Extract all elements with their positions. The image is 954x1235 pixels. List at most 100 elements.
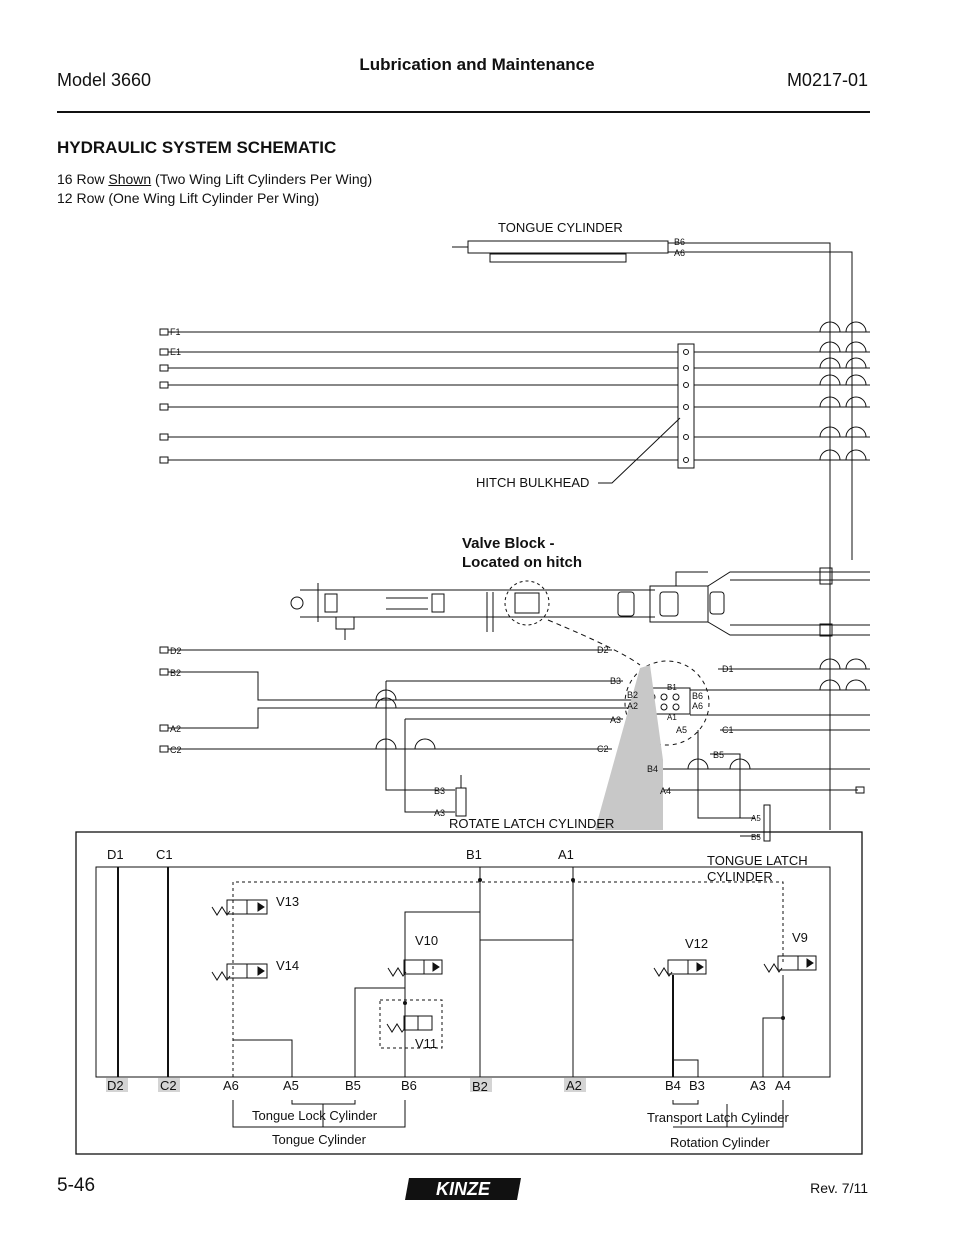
hose-a4-end [855, 786, 865, 794]
tongue-cylinder-rod [489, 253, 627, 263]
port-b6-top: B6 [674, 237, 685, 247]
tongue-latch-label-line1: TONGUE LATCH [707, 853, 808, 868]
port-c2-left: C2 [170, 745, 182, 755]
port-e1: E1 [170, 347, 181, 357]
page-title: HYDRAULIC SYSTEM SCHEMATIC [57, 138, 337, 157]
transport-latch-bracket [672, 1100, 699, 1105]
hose-a2 [168, 707, 645, 729]
block-bottom-b5: B5 [345, 1078, 361, 1093]
port-b5-cyl: B5 [751, 833, 761, 842]
tongue-cylinder-bottom-label: Tongue Cylinder [272, 1132, 367, 1147]
valve-v13-label: V13 [276, 894, 299, 909]
right-crossovers [687, 658, 867, 770]
port-a1-block: A1 [667, 713, 677, 722]
line-b5 [354, 987, 405, 1077]
port-b5-right: B5 [713, 750, 724, 760]
junction-a4 [781, 1016, 785, 1020]
valve-v14-label: V14 [276, 958, 299, 973]
tongue-cylinder-body [467, 240, 669, 254]
port-b4-right: B4 [647, 764, 658, 774]
port-b1-block: B1 [667, 683, 677, 692]
block-top-a1: A1 [558, 847, 574, 862]
v11-dashed-area [379, 999, 443, 1049]
port-a3-block: A3 [610, 715, 621, 725]
kinze-logo: KINZE [405, 1178, 521, 1200]
port-a4-right: A4 [660, 786, 671, 796]
port-c1-right: C1 [722, 725, 734, 735]
block-bottom-b3: B3 [689, 1078, 705, 1093]
tongue-cylinder-bracket [232, 1100, 406, 1128]
valve-block-label-line1: Valve Block - [462, 535, 555, 552]
port-c2-block: C2 [597, 744, 609, 754]
block-bottom-b6: B6 [401, 1078, 417, 1093]
port-a5-right: A5 [676, 725, 687, 735]
hose-tongue-a6 [668, 251, 853, 560]
v11-valve-symbol [386, 1015, 433, 1033]
section-title: Lubrication and Maintenance [359, 55, 595, 74]
pilot-line [232, 881, 784, 1077]
hitch-bulkhead-label: HITCH BULKHEAD [476, 475, 589, 490]
line-a3 [762, 1017, 783, 1077]
note-shown: Shown [108, 171, 152, 187]
block-bottom-c2: C2 [160, 1078, 177, 1093]
note-12-row: 12 Row (One Wing Lift Cylinder Per Wing) [57, 190, 320, 206]
line-b3 [673, 1059, 699, 1077]
port-b2-left: B2 [170, 668, 181, 678]
tongue-cylinder-label: TONGUE CYLINDER [498, 220, 623, 235]
valve-v9-label: V9 [792, 930, 808, 945]
v10-valve-symbol [387, 959, 443, 977]
note-16-row-prefix: 16 Row [57, 171, 109, 187]
bulkhead-fittings [683, 349, 689, 463]
hose-tongue-b6 [668, 242, 831, 830]
valve-v10-label: V10 [415, 933, 438, 948]
block-bottom-b4: B4 [665, 1078, 681, 1093]
header-rule [57, 111, 870, 113]
a2-shade [564, 1078, 586, 1092]
block-bottom-a4: A4 [775, 1078, 791, 1093]
block-top-c1: C1 [156, 847, 173, 862]
port-b3-cyl: B3 [434, 786, 445, 796]
rotation-cylinder-bracket [673, 1100, 784, 1128]
v14-valve-symbol [211, 963, 268, 981]
block-bottom-a2: A2 [566, 1078, 582, 1093]
valve-schematic-frame [75, 831, 863, 1155]
port-b2-block: B2 [627, 690, 638, 700]
port-d2-block: D2 [597, 645, 609, 655]
hitch-bulkhead-leader [598, 417, 681, 484]
line-a5 [233, 1039, 293, 1077]
junction-a1 [571, 878, 575, 882]
v9-valve-symbol [763, 955, 817, 973]
port-d2-left: D2 [170, 646, 182, 656]
junction-b1 [478, 878, 482, 882]
tongue-lock-cylinder-bracket [291, 1100, 356, 1105]
revision-date: Rev. 7/11 [810, 1180, 868, 1196]
valve-block-detail-circle [624, 660, 710, 746]
block-bottom-b2: B2 [472, 1079, 488, 1094]
junction-b6 [403, 1001, 407, 1005]
c2-shade [158, 1078, 180, 1092]
document-number: M0217-01 [786, 70, 868, 90]
hitch-frame [290, 567, 870, 640]
note-16-row: 16 Row Shown (Two Wing Lift Cylinders Pe… [57, 171, 372, 187]
valve-v12-label: V12 [685, 936, 708, 951]
block-top-d1: D1 [107, 847, 124, 862]
d2-shade [106, 1078, 128, 1092]
hose-a5 [697, 730, 750, 819]
note-16-row-suffix: (Two Wing Lift Cylinders Per Wing) [151, 171, 373, 187]
v12-valve-symbol [653, 959, 707, 977]
hose-a3-down [404, 719, 455, 813]
hose-b2 [168, 671, 645, 701]
detail-projection [595, 665, 663, 830]
transport-latch-cylinder-label: Transport Latch Cylinder [647, 1110, 790, 1125]
valve-block-label-line2: Located on hitch [462, 554, 582, 571]
b2-shade [470, 1078, 492, 1092]
port-a6-block: A6 [692, 701, 703, 711]
valve-block-leader [547, 619, 641, 666]
port-a3-cyl: A3 [434, 808, 445, 818]
kinze-logo-text: KINZE [436, 1179, 491, 1199]
valve-v11-label: V11 [415, 1036, 437, 1051]
v13-valve-symbol [211, 899, 268, 916]
hose-crossovers [819, 321, 867, 461]
rotation-cylinder-label: Rotation Cylinder [670, 1135, 770, 1150]
